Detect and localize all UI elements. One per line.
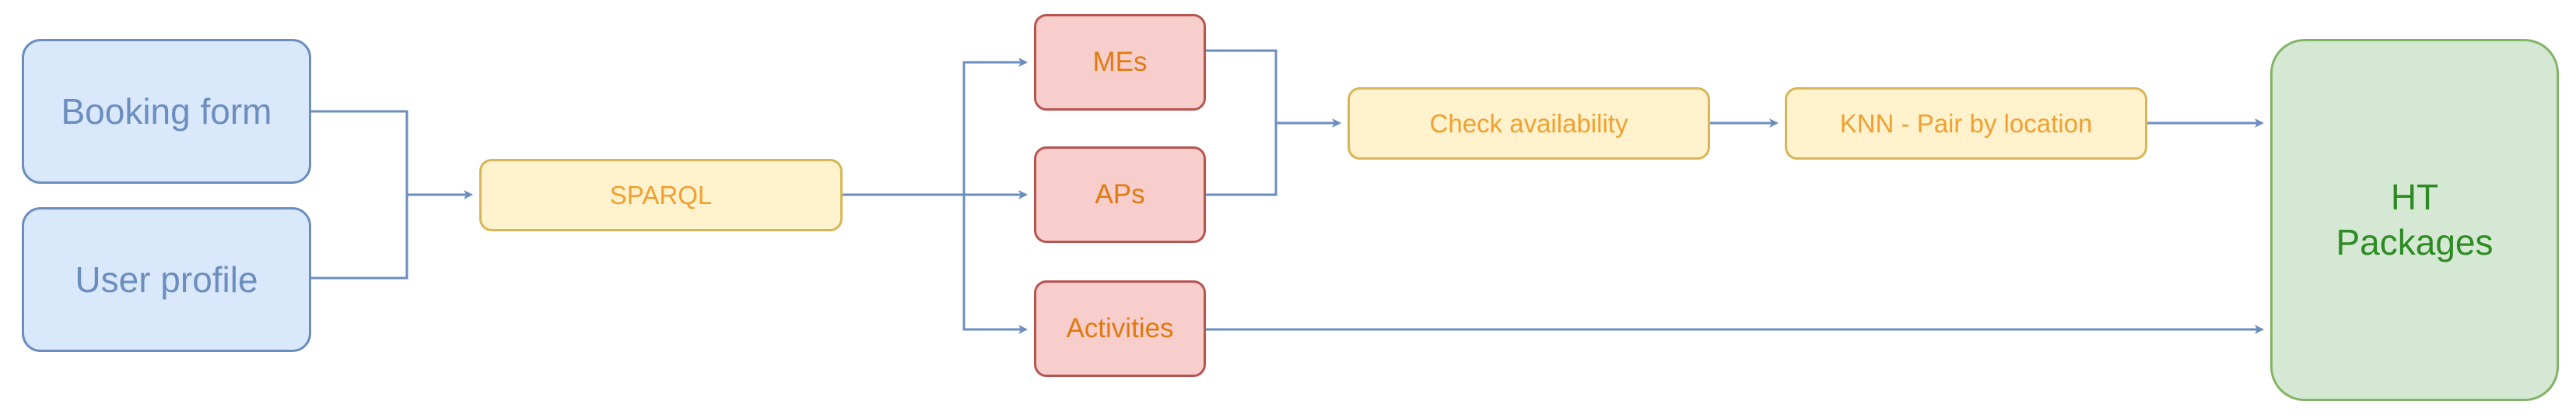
sparql-node[interactable]: SPARQL (479, 159, 843, 231)
mes-node[interactable]: MEs (1034, 14, 1206, 111)
knn-label: KNN - Pair by location (1839, 108, 2093, 138)
edge-sparql-to-mes (962, 58, 1028, 195)
ht-packages-label: HT Packages (2336, 177, 2494, 262)
edge-aps-to-check (1206, 123, 1277, 196)
aps-label: APs (1095, 179, 1145, 210)
edge-profile-to-sparql (311, 195, 408, 280)
user-profile-node[interactable]: User profile (22, 207, 311, 352)
check-availability-node[interactable]: Check availability (1348, 87, 1710, 160)
ht-packages-node[interactable]: HT Packages (2270, 39, 2559, 401)
user-profile-label: User profile (75, 259, 258, 300)
activities-node[interactable]: Activities (1034, 280, 1206, 377)
booking-form-label: Booking form (61, 91, 272, 132)
activities-label: Activities (1066, 313, 1174, 343)
aps-node[interactable]: APs (1034, 146, 1206, 243)
booking-form-node[interactable]: Booking form (22, 39, 311, 184)
knn-node[interactable]: KNN - Pair by location (1785, 87, 2147, 160)
mes-label: MEs (1092, 47, 1148, 77)
edge-sparql-to-activities (962, 195, 1028, 334)
edge-mes-to-check (1206, 49, 1341, 128)
edge-booking-to-sparql (311, 110, 473, 199)
check-availability-label: Check availability (1429, 108, 1628, 138)
sparql-label: SPARQL (609, 180, 713, 210)
